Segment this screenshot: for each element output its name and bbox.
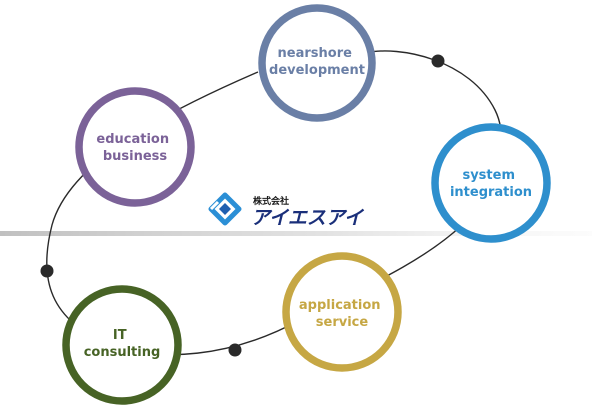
node-education-business: education business <box>75 87 195 207</box>
node-it-consulting: IT consulting <box>62 285 182 405</box>
node-nearshore-development: nearshore development <box>258 4 376 122</box>
node-label: IT consulting <box>84 328 161 360</box>
company-logo: 株式会社 アイエスアイ <box>208 192 365 229</box>
connector-loop <box>46 50 503 356</box>
node-ring <box>62 285 182 405</box>
connector-dot <box>40 264 54 278</box>
node-label: education business <box>96 132 173 164</box>
node-ring <box>258 4 376 122</box>
node-label: system integration <box>450 168 532 200</box>
connector-dot <box>228 343 242 357</box>
logo-company-name: アイエスアイ <box>251 207 365 229</box>
node-label: nearshore development <box>269 46 365 78</box>
node-label: application service <box>299 298 385 330</box>
node-ring <box>75 87 195 207</box>
node-application-service: application service <box>282 252 402 372</box>
connector-dot <box>431 54 445 68</box>
logo-company-type: 株式会社 <box>253 195 289 207</box>
node-ring <box>282 252 402 372</box>
node-system-integration: system integration <box>431 123 551 243</box>
background-band <box>0 231 592 236</box>
logo-mark-icon <box>208 192 242 226</box>
node-ring <box>431 123 551 243</box>
